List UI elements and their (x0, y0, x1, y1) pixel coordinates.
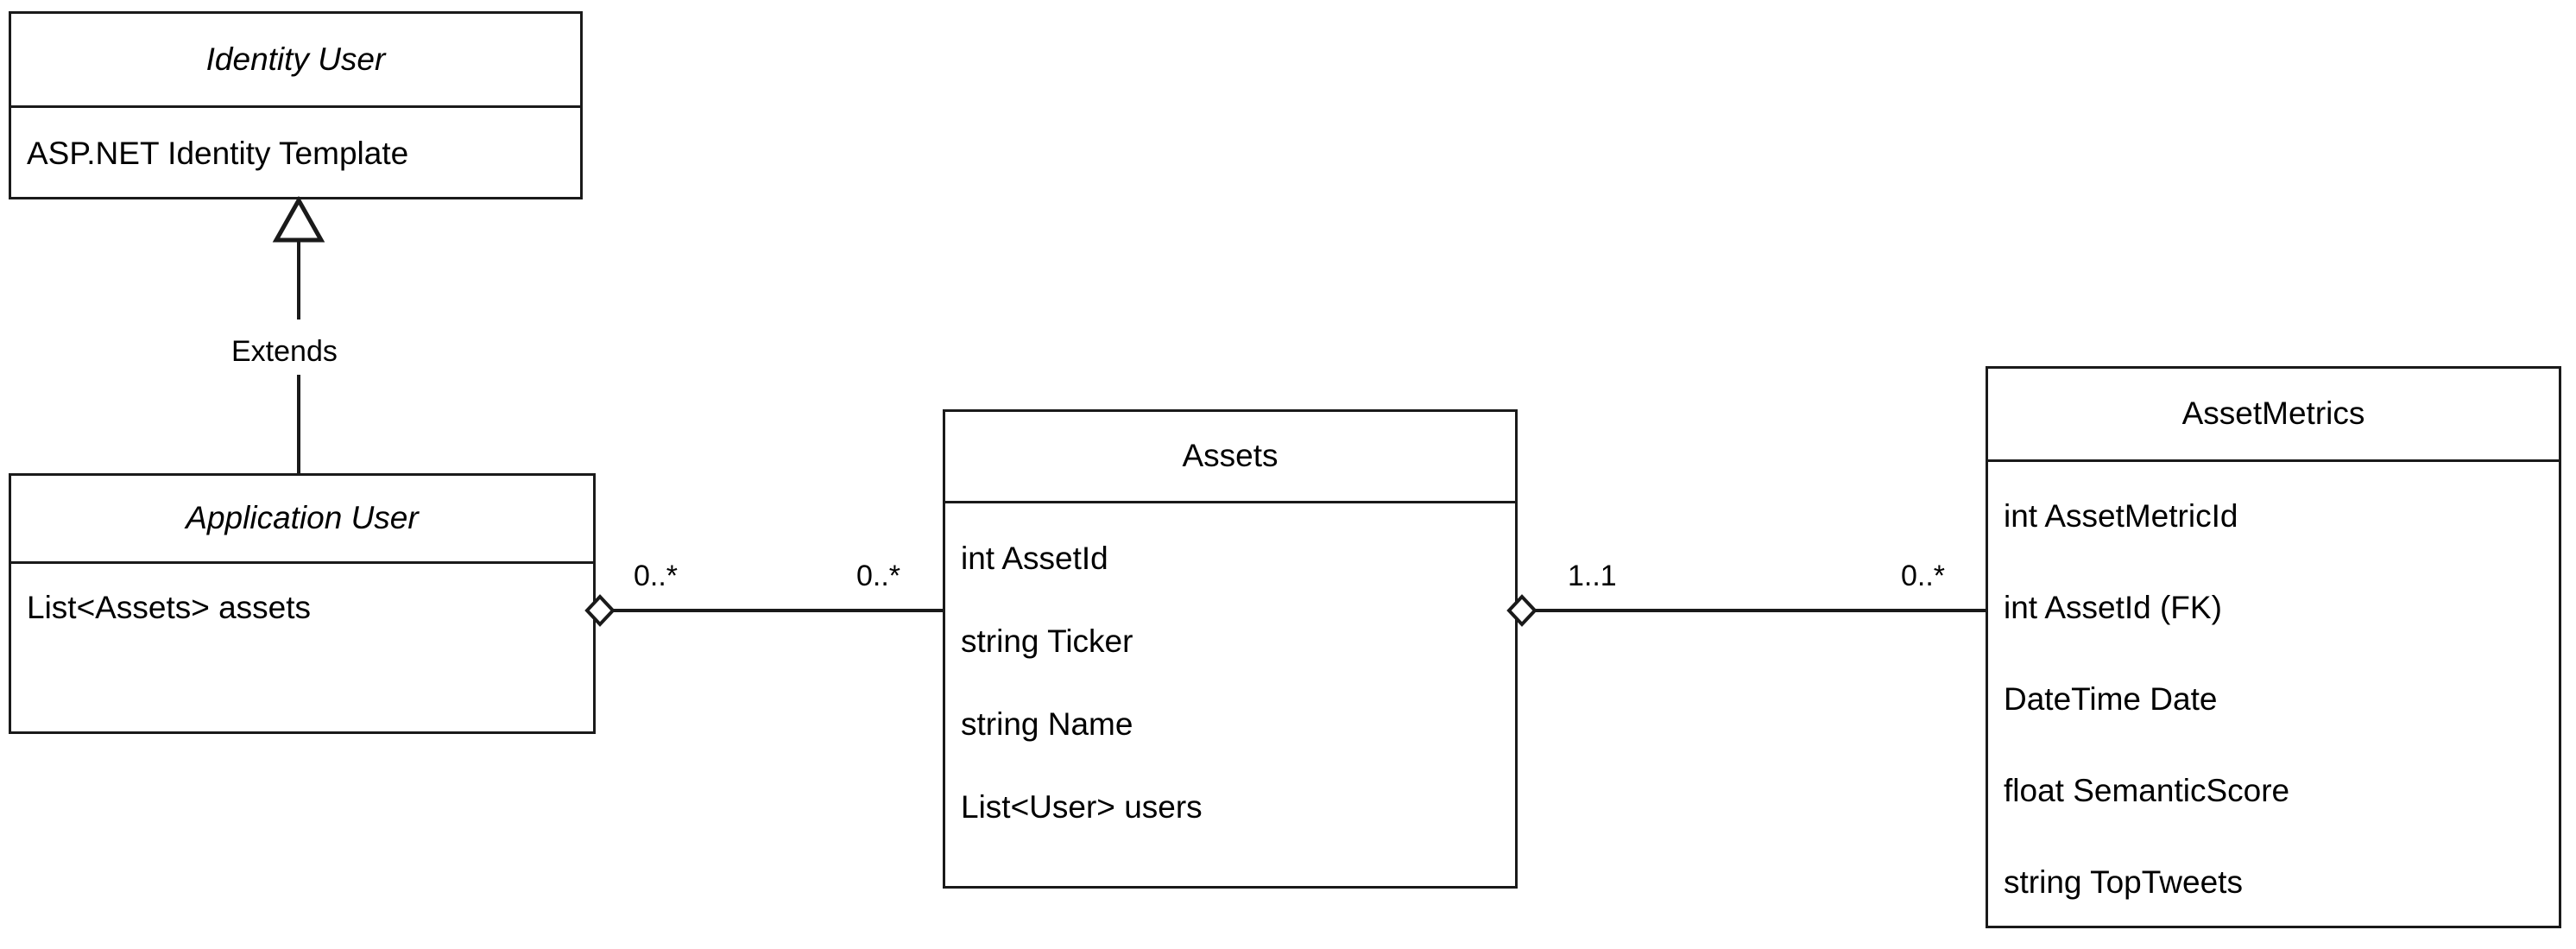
attribute-row: ASP.NET Identity Template (27, 135, 409, 171)
class-attributes-asset-metrics: int AssetMetricId int AssetId (FK) DateT… (1988, 462, 2559, 928)
class-box-identity-user[interactable]: Identity User ASP.NET Identity Template (9, 11, 583, 199)
attribute-row: int AssetId (961, 540, 1108, 576)
attribute-row: string Name (961, 705, 1133, 742)
attribute-row: float SemanticScore (2004, 772, 2290, 808)
class-attributes-application-user: List<Assets> assets (11, 564, 593, 731)
class-title-asset-metrics: AssetMetrics (1988, 369, 2559, 462)
aggregation-diamond-icon-user-assets (584, 594, 616, 627)
generalization-line-lower (297, 375, 300, 473)
multiplicity-label-assets-metrics-source: 1..1 (1563, 560, 1622, 592)
association-line-user-assets (611, 609, 944, 612)
relationship-label-extends: Extends (226, 335, 343, 368)
class-box-application-user[interactable]: Application User List<Assets> assets (9, 473, 596, 734)
multiplicity-label-user-assets-source: 0..* (628, 560, 684, 592)
association-line-assets-metrics (1533, 609, 1987, 612)
class-attributes-identity-user: ASP.NET Identity Template (11, 108, 580, 199)
attribute-row: int AssetId (FK) (2004, 589, 2222, 625)
class-title-application-user: Application User (11, 476, 593, 564)
attribute-row: List<Assets> assets (27, 589, 312, 625)
generalization-line-upper (297, 238, 300, 319)
multiplicity-label-user-assets-target: 0..* (851, 560, 906, 592)
attribute-row: string Ticker (961, 623, 1133, 659)
multiplicity-label-assets-metrics-target: 0..* (1896, 560, 1951, 592)
attribute-row: string TopTweets (2004, 864, 2243, 900)
class-title-assets: Assets (945, 412, 1515, 503)
attribute-row: int AssetMetricId (2004, 497, 2238, 534)
class-attributes-assets: int AssetId string Ticker string Name Li… (945, 503, 1515, 886)
class-box-assets[interactable]: Assets int AssetId string Ticker string … (943, 409, 1518, 889)
class-box-asset-metrics[interactable]: AssetMetrics int AssetMetricId int Asset… (1986, 366, 2561, 928)
attribute-row: List<User> users (961, 788, 1203, 825)
attribute-row: DateTime Date (2004, 680, 2218, 717)
aggregation-diamond-icon-assets-metrics (1506, 594, 1537, 627)
class-title-identity-user: Identity User (11, 14, 580, 108)
